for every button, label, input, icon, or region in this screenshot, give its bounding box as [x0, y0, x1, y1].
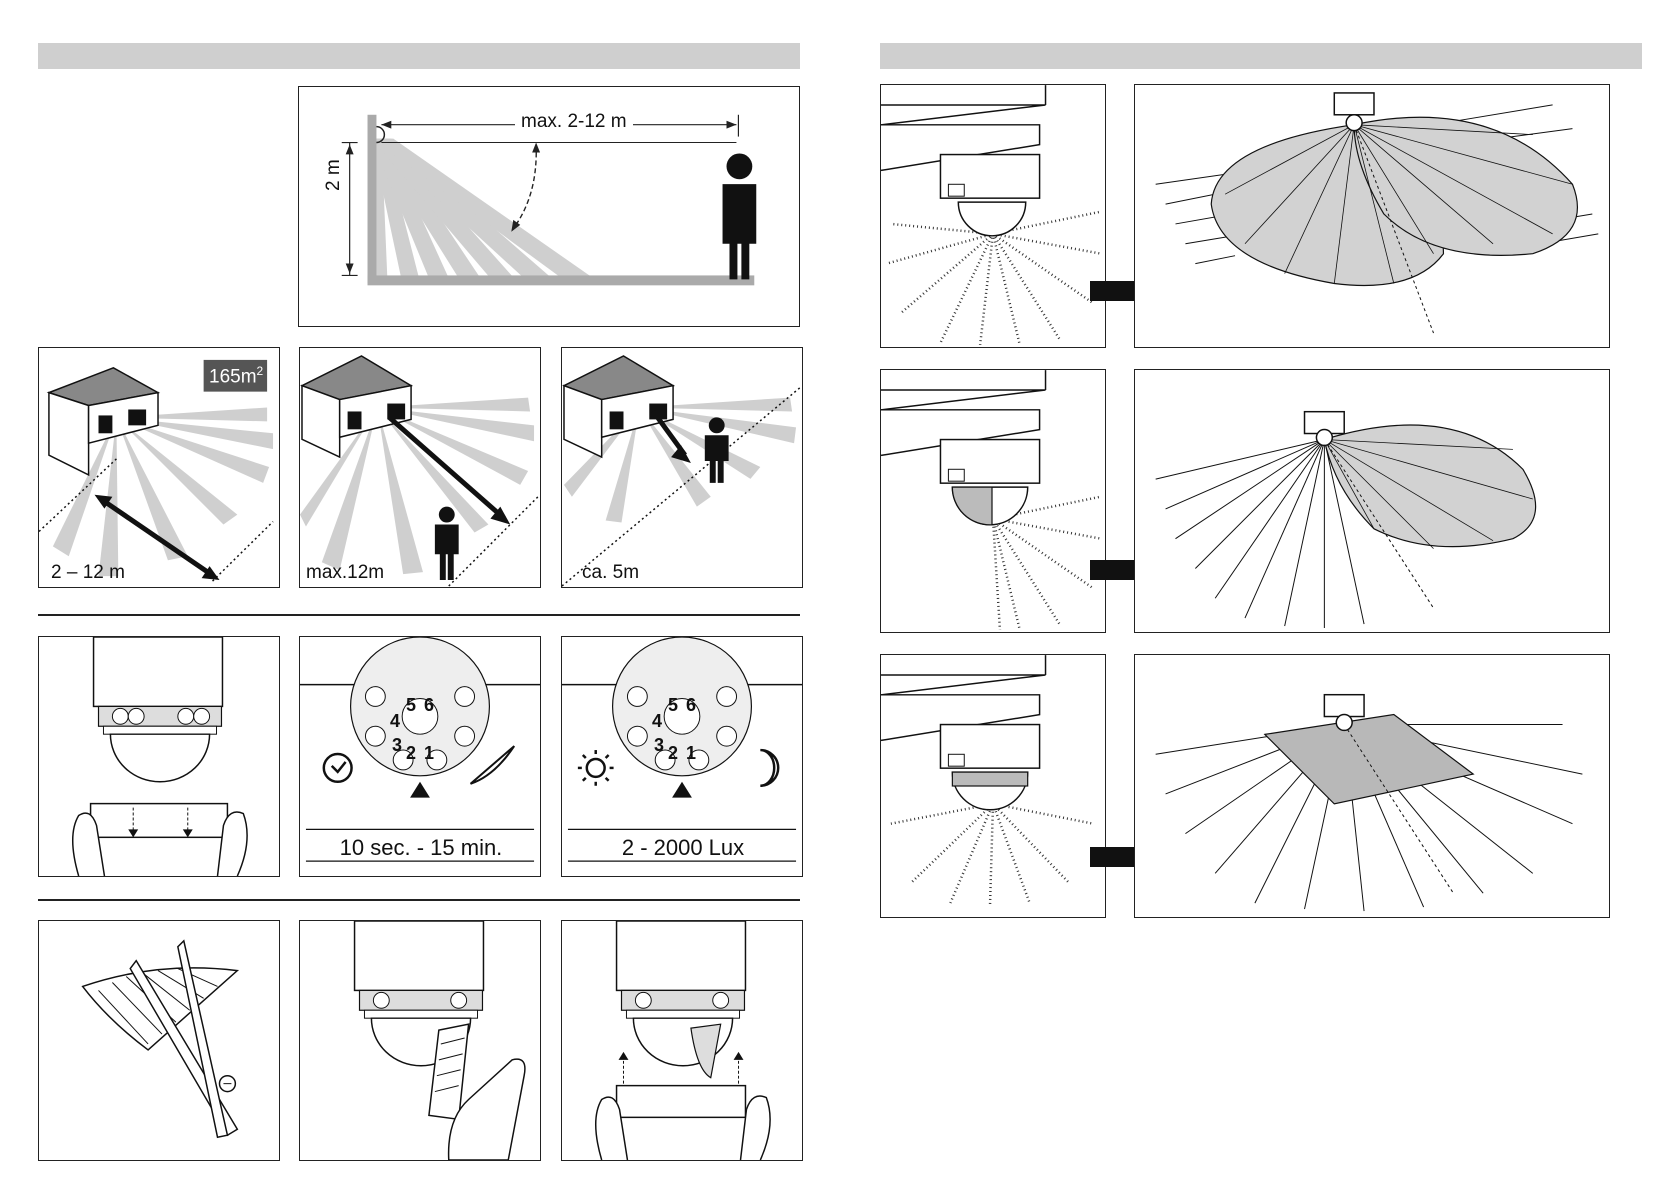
time-setting-panel: 3 2 1 4 5 6 10 sec. - 15 min.: [299, 636, 541, 877]
dial-digit-6: 6: [424, 695, 434, 716]
lux-range-label: 2 - 2000 Lux: [562, 835, 803, 861]
range-c-label: ca. 5m: [582, 562, 639, 584]
pattern-half: [1134, 369, 1610, 633]
clock-icon: [324, 754, 352, 782]
sensor-full-lens: [880, 84, 1106, 348]
range-a-label: 2 – 12 m: [51, 562, 125, 584]
area-exp: 2: [257, 364, 264, 378]
dial-digit-5: 5: [406, 695, 416, 716]
pattern-band: [1134, 654, 1610, 918]
dial-digit-4: 4: [652, 711, 662, 732]
dial-digit-4: 4: [390, 711, 400, 732]
lens-removal-panel: [38, 636, 280, 877]
dial-digit-2: 2: [668, 743, 678, 764]
dial-digit-3: 3: [654, 735, 664, 756]
area-unit: m: [241, 366, 257, 387]
coverage-panel-area: 165m2 2 – 12 m: [38, 347, 280, 588]
dial-digit-3: 3: [392, 735, 402, 756]
dial-digit-2: 2: [406, 743, 416, 764]
lux-setting-panel: 3 2 1 4 5 6 2 - 2000 Lux: [561, 636, 803, 877]
range-b-label: max.12m: [306, 562, 384, 584]
sun-icon: [578, 750, 614, 786]
remove-mask-panel: [561, 920, 803, 1161]
detection-range-diagram: max. 2-12 m 2 m: [298, 86, 800, 327]
area-value: 165: [209, 366, 241, 387]
pattern-full: [1134, 84, 1610, 348]
divider-2: [38, 899, 800, 901]
coverage-panel-max: max.12m: [299, 347, 541, 588]
coverage-panel-near: ca. 5m: [561, 347, 803, 588]
attach-mask-panel: [299, 920, 541, 1161]
time-range-label: 10 sec. - 15 min.: [300, 835, 541, 861]
right-header-bar: [880, 43, 1642, 69]
left-header-bar: [38, 43, 800, 69]
sensor-band-lens: [880, 654, 1106, 918]
cut-mask-panel: [38, 920, 280, 1161]
range-label: max. 2-12 m: [515, 111, 633, 133]
dial-digit-6: 6: [686, 695, 696, 716]
divider-1: [38, 614, 800, 616]
sensor-half-lens: [880, 369, 1106, 633]
area-badge: 165m2: [209, 364, 263, 388]
dial-digit-1: 1: [686, 743, 696, 764]
dial-digit-5: 5: [668, 695, 678, 716]
dial-digit-1: 1: [424, 743, 434, 764]
moon-icon: [760, 750, 778, 786]
height-label: 2 m: [323, 155, 345, 195]
